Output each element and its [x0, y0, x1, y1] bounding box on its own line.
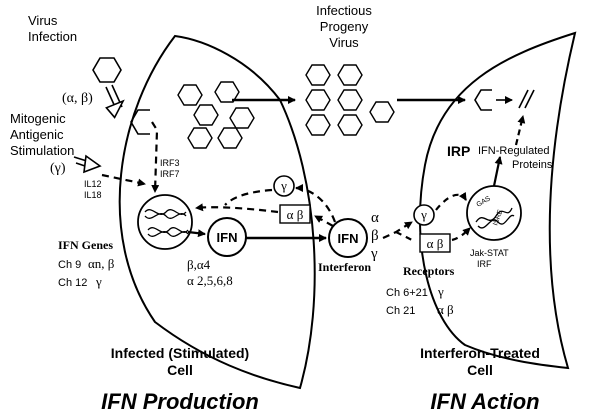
treated-nucleus [466, 185, 522, 241]
ifn-left-label: IFN [217, 230, 238, 245]
irf-label: IRF [477, 259, 492, 269]
dna-icon [144, 209, 189, 237]
incoming-virus-icon [92, 57, 122, 83]
signal-dashed-arrows [101, 121, 160, 193]
autocrine-dashed-arrows [195, 184, 337, 227]
receptor-gamma-right [413, 204, 435, 226]
subtypes-1: β,α4 [187, 257, 211, 272]
replicating-virus-cluster [177, 81, 255, 149]
signal-to-nucleus-dashed-2 [451, 227, 471, 242]
treated-cell-membrane [419, 31, 577, 370]
ch9-label: Ch 9 [58, 259, 81, 271]
receptor-ab-right-label: α β [427, 236, 444, 251]
ch21-gene: α β [437, 302, 454, 317]
ch21-label: Ch 21 [386, 305, 415, 317]
infected-cell-membrane [118, 34, 316, 390]
ifn-binding-dashed-2 [395, 231, 413, 241]
gamma-induction-label: (γ) [50, 161, 66, 176]
ifn-protein-right [328, 218, 368, 258]
receptor-gamma-right-label: γ [420, 207, 427, 222]
il18-label: IL18 [84, 190, 102, 200]
subtypes-2: α 2,5,6,8 [187, 273, 233, 288]
virus-induction-arrow [105, 84, 125, 119]
receptor-ab-left [279, 204, 311, 224]
jak-stat-label: Jak-STAT [470, 248, 509, 258]
ch12-label: Ch 12 [58, 277, 87, 289]
irp-arrow [492, 156, 503, 187]
replication-block-icon [518, 89, 535, 109]
receptor-gamma-left-label: γ [280, 178, 287, 193]
irf3-label: IRF3 [160, 158, 180, 168]
interferon-label: Interferon [318, 260, 371, 274]
alpha-beta-induction-label: (α, β) [62, 91, 93, 106]
receptor-ab-right [419, 233, 451, 253]
signal-to-nucleus-dashed [435, 191, 467, 211]
ch621-label: Ch 6+21 [386, 287, 428, 299]
ch9-genes: αn, β [88, 256, 115, 271]
blocked-virus-icon [474, 89, 492, 111]
ifn-action-label: IFN Action [430, 389, 539, 414]
nucleus [137, 194, 193, 250]
ifn-right-label: IFN [338, 231, 359, 246]
ifn-binding-dashed [382, 221, 413, 239]
receptor-gamma-left [273, 175, 295, 197]
treated-dna-icon [475, 207, 515, 229]
uncoating-virus-icon [130, 109, 150, 135]
irf7-label: IRF7 [160, 169, 180, 179]
infected-cell-label: Infected (Stimulated)Cell [111, 345, 249, 378]
ch12-genes: γ [95, 274, 102, 289]
ch621-gene: γ [437, 284, 444, 299]
receptors-label: Receptors [403, 264, 455, 278]
receptor-ab-left-label: α β [287, 207, 304, 222]
ifn-production-label: IFN Production [101, 389, 259, 414]
progeny-virus-cluster [305, 64, 395, 136]
ifn-genes-label: IFN Genes [58, 238, 113, 252]
il12-label: IL12 [84, 179, 102, 189]
nucleus-to-ifn-arrow [187, 229, 206, 238]
stimulation-arrow [73, 154, 102, 174]
irp-to-block-dashed [514, 115, 526, 146]
irp-label: IRP [447, 143, 470, 159]
